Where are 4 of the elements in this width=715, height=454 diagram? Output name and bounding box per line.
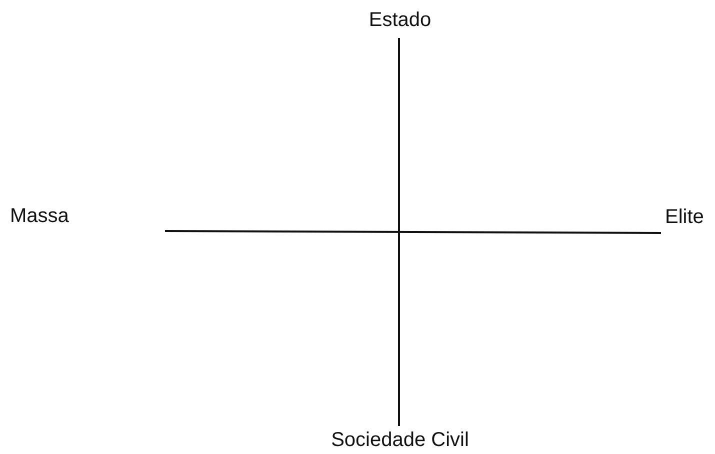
axis-label: Elite: [665, 207, 704, 227]
axis-label: Sociedade Civil: [331, 430, 469, 450]
axis-label: Massa: [10, 206, 69, 226]
axis-label: Estado: [368, 10, 432, 30]
